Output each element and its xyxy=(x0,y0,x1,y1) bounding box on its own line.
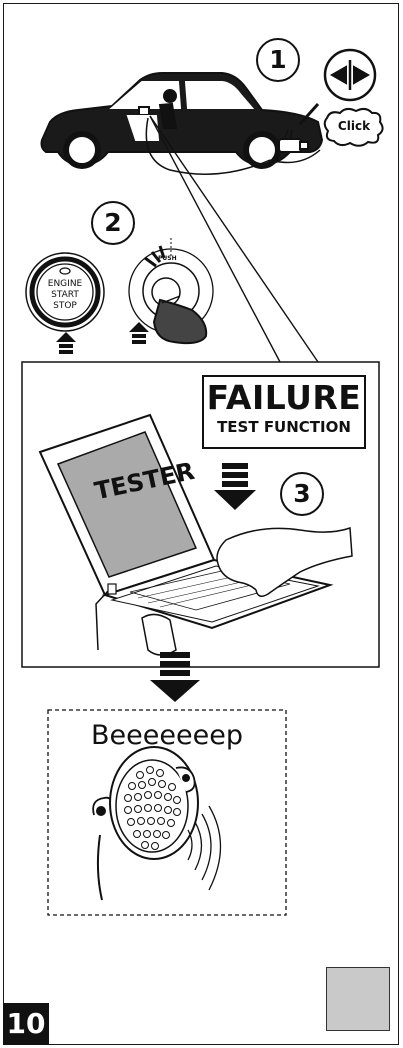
step-3-number: 3 xyxy=(280,472,324,516)
buzzer-icon xyxy=(93,747,198,900)
button-line-3: STOP xyxy=(36,301,94,312)
click-label: Click xyxy=(329,112,379,140)
laptop-icon xyxy=(40,415,352,655)
step-2-number: 2 xyxy=(91,201,135,245)
failure-title: FAILURE xyxy=(204,379,364,417)
failure-box: FAILURE TEST FUNCTION xyxy=(202,375,366,449)
step-1-number: 1 xyxy=(256,38,300,82)
beep-label: Beeeeeeep xyxy=(48,720,286,751)
page-number: 10 xyxy=(3,1003,49,1045)
button-line-2: START xyxy=(36,290,94,301)
arrow-down-icon xyxy=(214,463,256,510)
start-button-label: ENGINE START STOP xyxy=(36,279,94,312)
button-line-1: ENGINE xyxy=(36,279,94,290)
failure-subtitle: TEST FUNCTION xyxy=(204,417,364,437)
gray-square xyxy=(326,967,390,1031)
push-label: PUSH xyxy=(158,255,177,262)
